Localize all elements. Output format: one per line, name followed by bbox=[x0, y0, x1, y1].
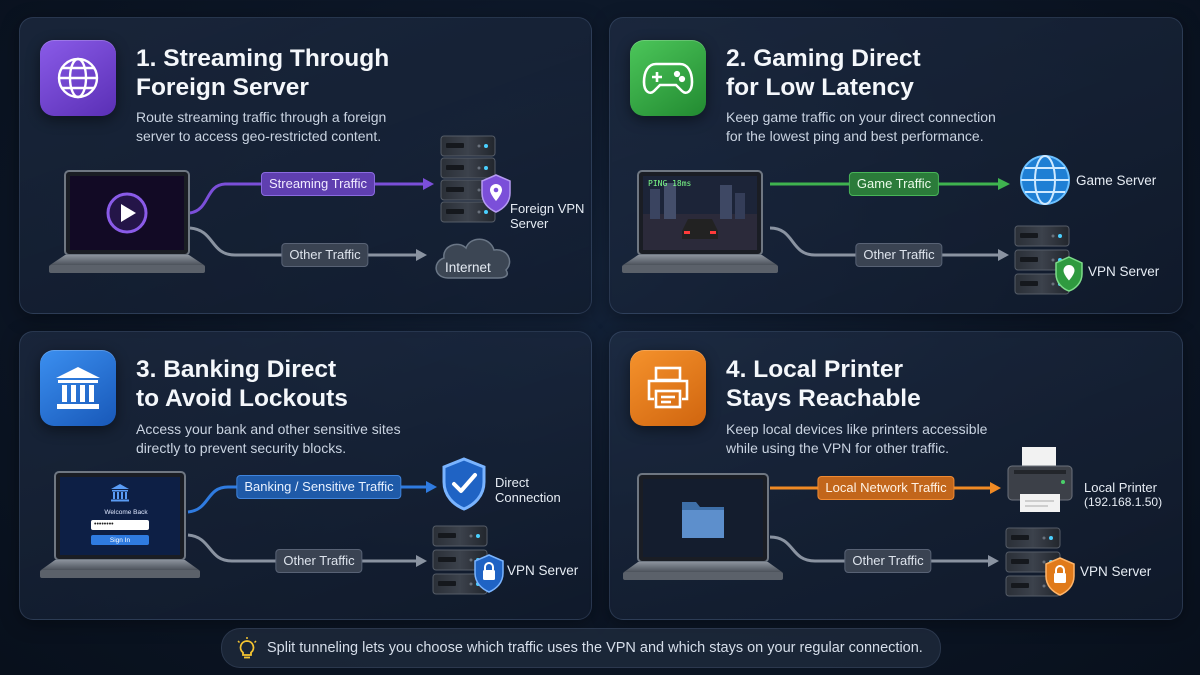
destination-label-top: Local Printer (192.168.1.50) bbox=[1084, 480, 1163, 509]
laptop-printer bbox=[623, 473, 783, 580]
flow-label-bottom: Other Traffic bbox=[844, 549, 932, 573]
location-shield-icon bbox=[481, 174, 511, 213]
destination-label-bottom: VPN Server bbox=[507, 563, 579, 578]
flow-label-bottom: Other Traffic bbox=[281, 243, 369, 267]
destination-label-top: Game Server bbox=[1076, 173, 1157, 188]
cloud-icon bbox=[435, 238, 511, 279]
flow-label-top: Game Traffic bbox=[848, 172, 940, 196]
destination-label-bottom: VPN Server bbox=[1080, 564, 1152, 579]
password-field: •••••••• bbox=[94, 521, 114, 528]
lock-shield-icon bbox=[474, 554, 504, 593]
gamepad-icon bbox=[630, 40, 706, 116]
card-description: Keep game traffic on your direct connect… bbox=[726, 109, 996, 144]
flow-label-top: Banking / Sensitive Traffic bbox=[236, 475, 402, 499]
globe-icon bbox=[1020, 155, 1070, 205]
flow-label-bottom: Other Traffic bbox=[855, 243, 943, 267]
welcome-text: Welcome Back bbox=[104, 509, 148, 516]
flow-label-top: Local Network Traffic bbox=[817, 476, 955, 500]
card-description: Keep local devices like printers accessi… bbox=[726, 421, 988, 456]
printer-icon bbox=[630, 350, 706, 426]
destination-label-bottom: VPN Server bbox=[1088, 264, 1160, 279]
destination-label-bottom: Internet bbox=[445, 260, 491, 275]
location-shield-icon bbox=[1055, 256, 1083, 292]
folder-icon bbox=[682, 502, 724, 538]
footer-text: Split tunneling lets you choose which tr… bbox=[267, 640, 923, 656]
printer-icon bbox=[1007, 447, 1073, 512]
flow-label-bottom: Other Traffic bbox=[275, 549, 363, 573]
lightbulb-icon bbox=[237, 637, 257, 659]
laptop-gaming bbox=[622, 170, 778, 273]
ping-readout: PING 18ms bbox=[648, 179, 692, 188]
laptop-streaming bbox=[49, 170, 205, 273]
sign-in-button: Sign In bbox=[109, 537, 131, 544]
flow-label-top: Streaming Traffic bbox=[260, 172, 376, 196]
checkmark-shield-icon bbox=[442, 457, 486, 511]
lock-shield-icon bbox=[1045, 557, 1075, 596]
footer-tip: Split tunneling lets you choose which tr… bbox=[221, 628, 941, 668]
traffic-flows bbox=[187, 481, 437, 567]
globe-icon bbox=[40, 40, 116, 116]
card-description: Route streaming traffic through a foreig… bbox=[136, 109, 387, 144]
traffic-flows bbox=[189, 178, 434, 261]
laptop-banking bbox=[40, 471, 200, 578]
card-description: Access your bank and other sensitive sit… bbox=[136, 421, 401, 456]
bank-icon bbox=[40, 350, 116, 426]
